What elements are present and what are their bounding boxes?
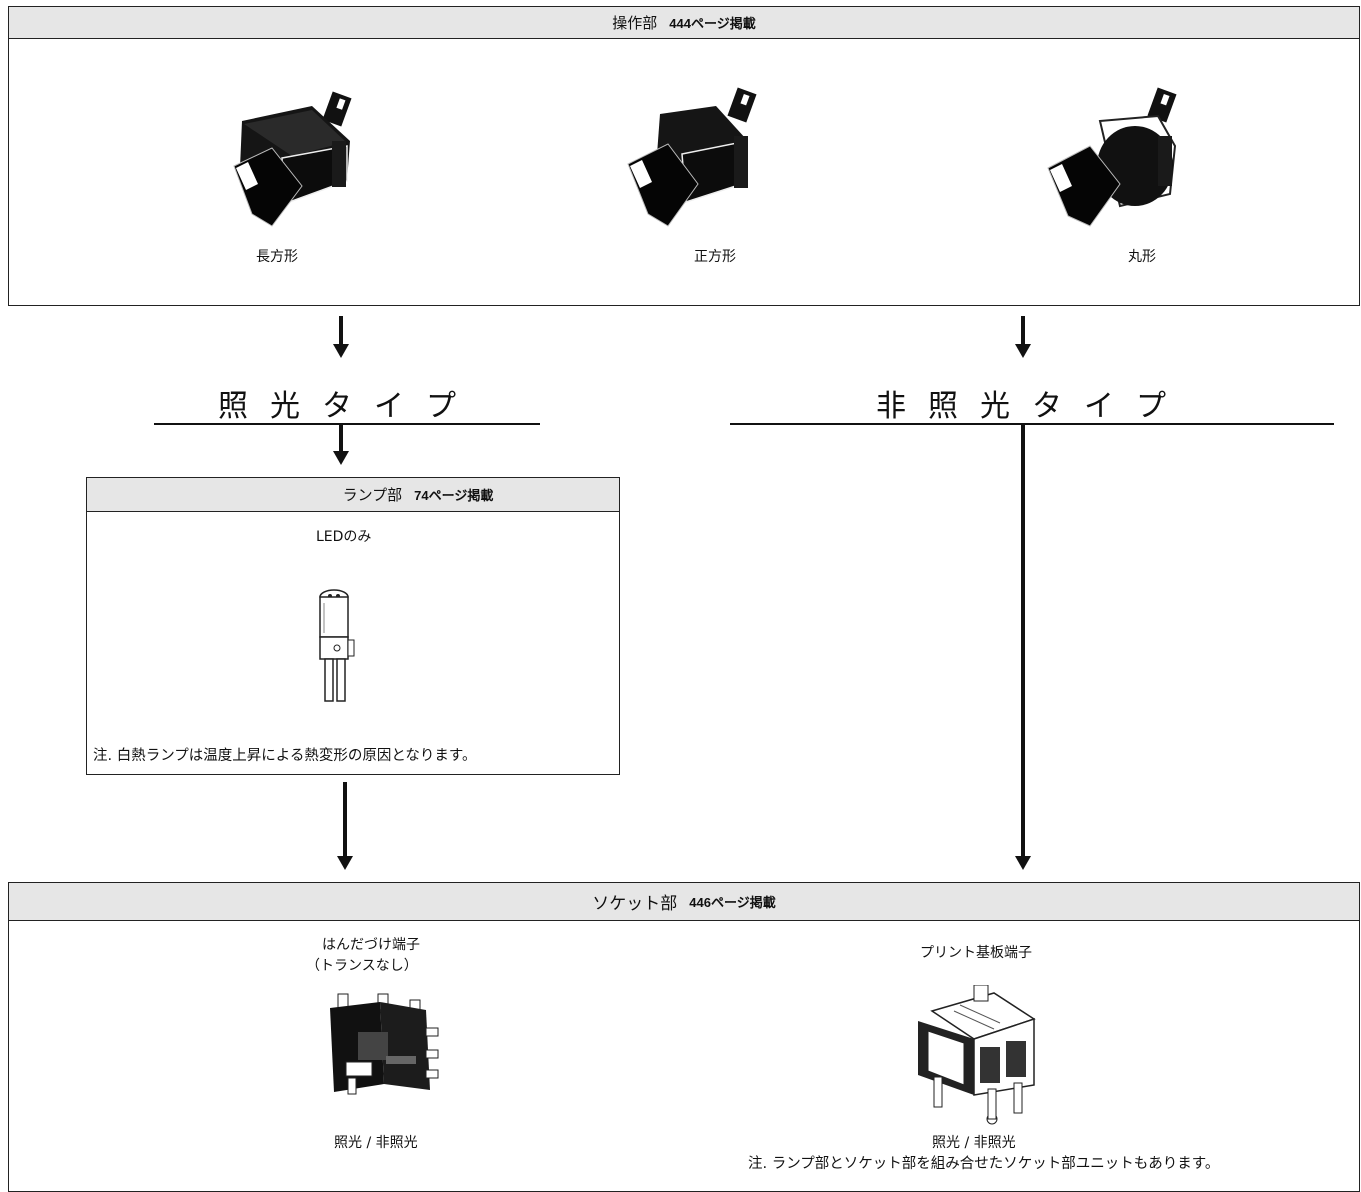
arrow-unlit-to-socket-head [1015, 856, 1031, 870]
socket-title: ソケット部 [592, 894, 678, 914]
arrow-to-unlit-head [1015, 344, 1031, 358]
square-switch-icon [627, 87, 757, 227]
lamp-section: ランプ部 74ページ掲載 [86, 477, 620, 775]
round-switch-icon [1047, 87, 1177, 227]
rectangular-switch-icon [233, 91, 352, 227]
led-lamp-icon [319, 589, 355, 702]
solder-socket-caption: 照光 / 非照光 [334, 1135, 418, 1151]
lit-type-label: 照光タイプ [218, 389, 478, 424]
solder-socket-title-2: （トランスなし） [306, 958, 418, 974]
arrow-to-lit-head [333, 344, 349, 358]
arrow-to-unlit-shaft [1021, 316, 1025, 346]
arrow-lamp-to-socket-shaft [343, 782, 347, 858]
round-label: 丸形 [1128, 249, 1156, 265]
lit-type-underline [154, 423, 540, 425]
arrow-to-lamp-head [333, 451, 349, 465]
solder-terminal-socket-icon [330, 993, 439, 1095]
arrow-to-lit-shaft [339, 316, 343, 346]
pcb-socket-caption: 照光 / 非照光 [932, 1135, 1016, 1151]
lamp-subtitle: LEDのみ [316, 529, 372, 545]
lamp-header: ランプ部 74ページ掲載 [87, 478, 619, 512]
operation-title: 操作部 [612, 14, 658, 32]
pcb-socket-title: プリント基板端子 [920, 945, 1032, 961]
socket-page-ref: 446ページ掲載 [689, 895, 776, 910]
square-label: 正方形 [694, 249, 736, 265]
pcb-terminal-socket-icon [918, 985, 1036, 1125]
arrow-to-lamp-shaft [339, 425, 343, 453]
unlit-type-label: 非照光タイプ [876, 389, 1188, 424]
arrow-lamp-to-socket-head [337, 856, 353, 870]
socket-section: ソケット部 446ページ掲載 [8, 882, 1360, 1192]
arrow-unlit-to-socket-shaft [1021, 425, 1025, 858]
operation-page-ref: 444ページ掲載 [669, 16, 756, 31]
lamp-title: ランプ部 [342, 486, 403, 504]
solder-socket-title-1: はんだづけ端子 [322, 937, 420, 953]
socket-header: ソケット部 446ページ掲載 [9, 883, 1359, 921]
lamp-page-ref: 74ページ掲載 [414, 488, 494, 503]
rectangular-label: 長方形 [256, 249, 298, 265]
lamp-note: 注. 白熱ランプは温度上昇による熱変形の原因となります。 [93, 748, 477, 764]
unlit-type-underline [730, 423, 1334, 425]
operation-header: 操作部 444ページ掲載 [9, 7, 1359, 39]
pcb-socket-note: 注. ランプ部とソケット部を組み合せたソケット部ユニットもあります。 [748, 1156, 1220, 1172]
